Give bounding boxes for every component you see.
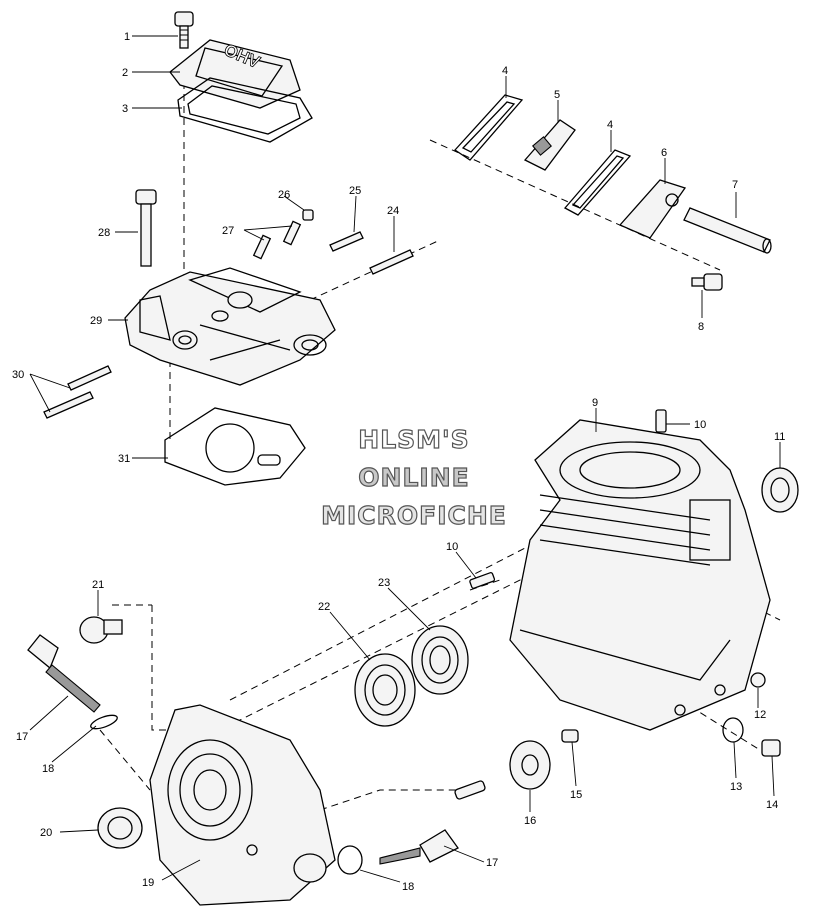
callout-22: 22 — [318, 601, 330, 613]
dipstick-17-left — [27, 634, 101, 713]
nut-26 — [302, 209, 314, 221]
head-gasket — [164, 407, 306, 486]
callout-14: 14 — [766, 799, 778, 811]
callout-6: 6 — [661, 147, 667, 159]
governor-gear-16 — [509, 740, 551, 790]
drain-plug-14 — [761, 739, 781, 757]
watermark-line-3: MICROFICHE — [321, 501, 507, 530]
washer-13 — [722, 717, 744, 743]
callout-7: 7 — [732, 179, 738, 191]
callout-10a: 10 — [694, 419, 706, 431]
dipstick-17-right — [379, 829, 459, 865]
bearing-22 — [354, 653, 416, 727]
callout-2: 2 — [122, 67, 128, 79]
watermark-line-2: ONLINE — [358, 463, 469, 492]
callout-19: 19 — [142, 877, 154, 889]
callout-9: 9 — [592, 397, 598, 409]
plug-12 — [750, 672, 766, 688]
stud-30 — [43, 365, 112, 419]
callout-numbers: 1 2 3 4 5 4 6 7 8 26 25 27 24 28 29 30 3… — [12, 31, 785, 893]
breather-tube — [683, 207, 772, 254]
callout-16: 16 — [524, 815, 536, 827]
callout-25: 25 — [349, 185, 361, 197]
callout-10b: 10 — [446, 541, 458, 553]
callout-23: 23 — [378, 577, 390, 589]
breather-cover — [618, 179, 687, 239]
crankcase — [509, 419, 771, 731]
breather-bolt — [691, 273, 723, 291]
stud-27 — [252, 220, 302, 260]
o-ring-18-right — [337, 845, 363, 875]
callout-20: 20 — [40, 827, 52, 839]
shaft-pin — [454, 780, 486, 800]
callout-12: 12 — [754, 709, 766, 721]
oil-seal-20 — [97, 807, 143, 849]
callout-3: 3 — [122, 103, 128, 115]
callout-18b: 18 — [402, 881, 414, 893]
crankcase-cover — [149, 704, 336, 906]
stud-24 — [369, 249, 414, 275]
watermark: HLSM'S ONLINE MICROFICHE — [321, 424, 507, 530]
callout-17a: 17 — [16, 731, 28, 743]
breather-valve — [523, 119, 576, 171]
plug-21 — [79, 616, 123, 644]
callout-30: 30 — [12, 369, 24, 381]
callout-4b: 4 — [607, 119, 613, 131]
o-ring-18-left — [90, 714, 118, 730]
valve-cover-gasket — [177, 77, 313, 143]
callout-28: 28 — [98, 227, 110, 239]
head-bolt — [135, 189, 157, 267]
callout-29: 29 — [90, 315, 102, 327]
breather-gasket-upper — [454, 94, 524, 161]
watermark-line-1: HLSM'S — [358, 425, 469, 454]
callout-31: 31 — [118, 453, 130, 465]
callout-4a: 4 — [502, 65, 508, 77]
callout-17b: 17 — [486, 857, 498, 869]
stud-25 — [329, 231, 364, 252]
pin-15 — [561, 729, 579, 743]
callout-1: 1 — [124, 31, 130, 43]
valve-cover-bolt — [174, 11, 194, 49]
callout-11: 11 — [774, 431, 785, 443]
callout-5: 5 — [554, 89, 560, 101]
callout-21: 21 — [92, 579, 104, 591]
dowel-pin-lower — [469, 572, 496, 589]
dowel-pin-upper — [655, 409, 667, 433]
breather-gasket-lower — [563, 149, 632, 216]
callout-27: 27 — [222, 225, 234, 237]
cylinder-head — [124, 267, 336, 386]
leader-lines — [29, 35, 781, 883]
callout-15: 15 — [570, 789, 582, 801]
bearing-23 — [411, 625, 469, 695]
callout-18a: 18 — [42, 763, 54, 775]
callout-24: 24 — [387, 205, 399, 217]
oil-seal-11 — [761, 467, 799, 513]
valve-cover: OHV — [169, 39, 301, 109]
callout-13: 13 — [730, 781, 742, 793]
callout-26: 26 — [278, 189, 290, 201]
callout-8: 8 — [698, 321, 704, 333]
